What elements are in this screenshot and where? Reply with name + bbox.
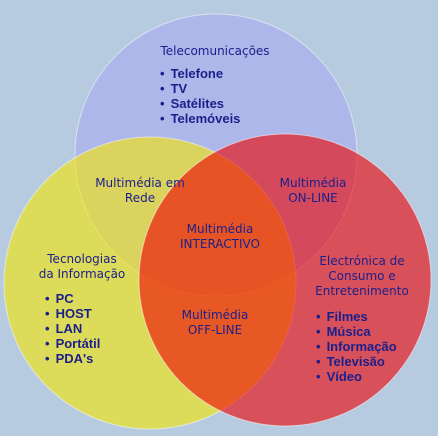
list-item: Satélites bbox=[160, 96, 240, 111]
telecomunicacoes-title: Telecomunicações bbox=[160, 44, 270, 58]
multimedia-online-label: Multimédia ON-LINE bbox=[279, 176, 347, 205]
list-item: Telemóveis bbox=[160, 111, 241, 126]
electronica-title: Electrónica de Consumo e Entretenimento bbox=[315, 254, 409, 298]
list-item: Televisão bbox=[316, 354, 397, 369]
list-item: Vídeo bbox=[316, 369, 397, 384]
multimedia-em-rede-label: Multimédia em Rede bbox=[95, 176, 185, 205]
multimedia-interactivo-label: Multimédia INTERACTIVO bbox=[180, 222, 260, 251]
list-item: Telefone bbox=[160, 66, 240, 81]
list-item: PC bbox=[45, 291, 100, 306]
list-item: Música bbox=[316, 324, 397, 339]
list-item: LAN bbox=[45, 321, 100, 336]
list-item: Filmes bbox=[316, 309, 397, 324]
electronica-list: Filmes Música Informação Televisão Vídeo bbox=[316, 309, 397, 384]
list-item: Portátil bbox=[45, 336, 101, 351]
list-item: HOST bbox=[45, 306, 100, 321]
telecomunicacoes-list: Telefone TV Satélites Telemóveis bbox=[160, 66, 241, 126]
tecnologias-title: Tecnologias da Informação bbox=[38, 252, 126, 281]
multimedia-offline-label: Multimédia OFF-LINE bbox=[181, 308, 249, 337]
tecnologias-list: PC HOST LAN Portátil PDA's bbox=[45, 291, 101, 366]
list-item: PDA's bbox=[45, 351, 100, 366]
list-item: TV bbox=[160, 81, 240, 96]
list-item: Informação bbox=[316, 339, 397, 354]
